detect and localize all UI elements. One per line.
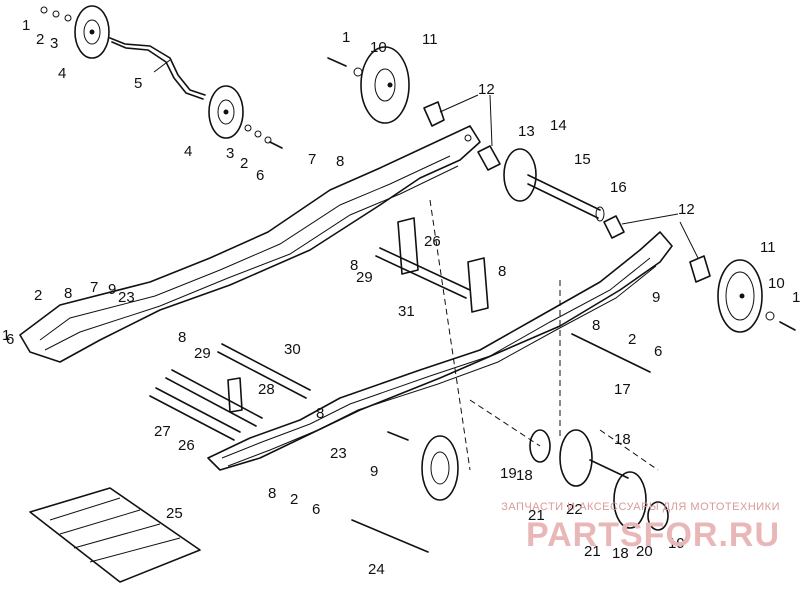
callout-number: 1 [2, 327, 10, 344]
callout-number: 8 [268, 485, 276, 502]
callout-number: 23 [118, 289, 135, 306]
alignment-lines [429, 199, 659, 471]
callout-number: 29 [356, 269, 373, 286]
callout-number: 18 [516, 467, 533, 484]
callout-number: 2 [240, 155, 248, 172]
callout-number: 7 [308, 151, 316, 168]
callout-number: 10 [370, 39, 387, 56]
callout-number: 19 [500, 465, 517, 482]
cross-shafts [149, 217, 489, 441]
callout-number: 28 [258, 381, 275, 398]
callout-number: 25 [166, 505, 183, 522]
callout-number: 8 [350, 257, 358, 274]
callout-number: 1 [792, 289, 800, 306]
callout-number: 6 [312, 501, 320, 518]
long-bolts [351, 333, 651, 553]
callout-number: 8 [316, 405, 324, 422]
callout-number: 6 [6, 331, 14, 348]
callout-number: 9 [652, 289, 660, 306]
callout-number: 16 [610, 179, 627, 196]
rear-upper-wheel [327, 46, 445, 127]
callout-number: 6 [256, 167, 264, 184]
callout-number: 26 [178, 437, 195, 454]
callout-number: 27 [154, 423, 171, 440]
callout-number: 18 [614, 431, 631, 448]
callout-number: 18 [612, 545, 629, 562]
callout-number: 2 [628, 331, 636, 348]
callout-number: 21 [584, 543, 601, 560]
callout-number: 11 [760, 239, 776, 256]
callout-number: 1 [342, 29, 350, 46]
callout-number: 23 [330, 445, 347, 462]
callout-number: 4 [184, 143, 192, 160]
rear-axle-assembly [477, 145, 625, 239]
callout-number: 4 [58, 65, 66, 82]
callout-number: 14 [550, 117, 567, 134]
callout-number: 19 [668, 535, 685, 552]
callout-number: 22 [566, 501, 583, 518]
callout-number: 8 [64, 285, 72, 302]
callout-number: 6 [654, 343, 662, 360]
callout-number: 26 [424, 233, 441, 250]
bottom-wheels [387, 429, 669, 531]
callout-number: 30 [284, 341, 301, 358]
callout-number: 11 [422, 31, 438, 48]
callout-number: 5 [134, 75, 142, 92]
callout-number: 7 [90, 279, 98, 296]
callout-number: 8 [592, 317, 600, 334]
callout-number: 2 [34, 287, 42, 304]
slide-plate [29, 487, 201, 583]
callout-number: 20 [636, 543, 653, 560]
callout-number: 8 [178, 329, 186, 346]
callout-number: 8 [336, 153, 344, 170]
rear-lower-wheel [689, 255, 796, 333]
callout-number: 1 [22, 17, 30, 34]
callout-number: 24 [368, 561, 385, 578]
callout-number: 2 [290, 491, 298, 508]
callout-number: 29 [194, 345, 211, 362]
upper-idler-wheel-assembly [40, 5, 283, 149]
callout-number: 17 [614, 381, 631, 398]
callout-number: 3 [226, 145, 234, 162]
callout-number: 31 [398, 303, 415, 320]
callout-number: 13 [518, 123, 535, 140]
callout-number: 10 [768, 275, 785, 292]
callout-number: 8 [498, 263, 506, 280]
callout-number: 12 [678, 201, 695, 218]
callout-number: 3 [50, 35, 58, 52]
callout-number: 9 [370, 463, 378, 480]
upper-rail [19, 125, 481, 363]
callout-number: 9 [108, 281, 116, 298]
callout-number: 15 [574, 151, 591, 168]
leader-lines [153, 59, 699, 259]
callout-number: 2 [36, 31, 44, 48]
callout-number: 12 [478, 81, 495, 98]
watermark-text: ЗАПЧАСТИ И АКСЕССУАРЫ ДЛЯ МОТОТЕХНИКИ [501, 501, 780, 513]
watermark-brand: PARTSFOR.RU [525, 516, 780, 554]
lower-rail [207, 231, 673, 471]
callout-number: 21 [528, 507, 545, 524]
